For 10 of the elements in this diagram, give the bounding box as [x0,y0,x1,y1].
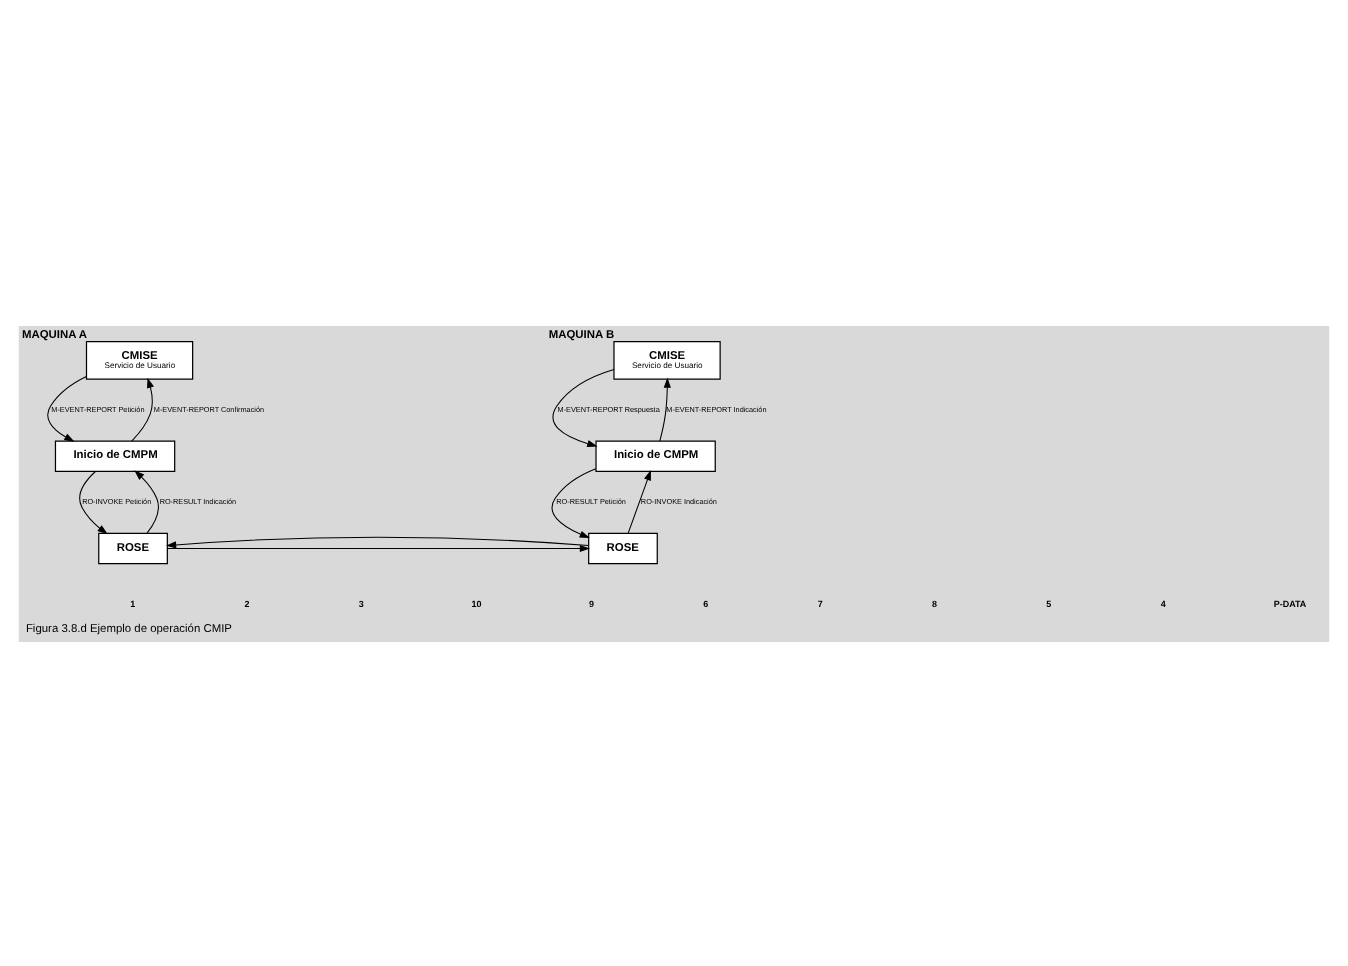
arrow [552,368,615,447]
arrow [79,469,108,534]
arrow [165,535,589,548]
arrow [551,467,597,538]
arrow [659,376,671,441]
arrow [134,469,159,533]
arrow [131,376,154,441]
arrow [47,374,87,441]
arrow [166,543,591,552]
arrow [627,469,651,533]
